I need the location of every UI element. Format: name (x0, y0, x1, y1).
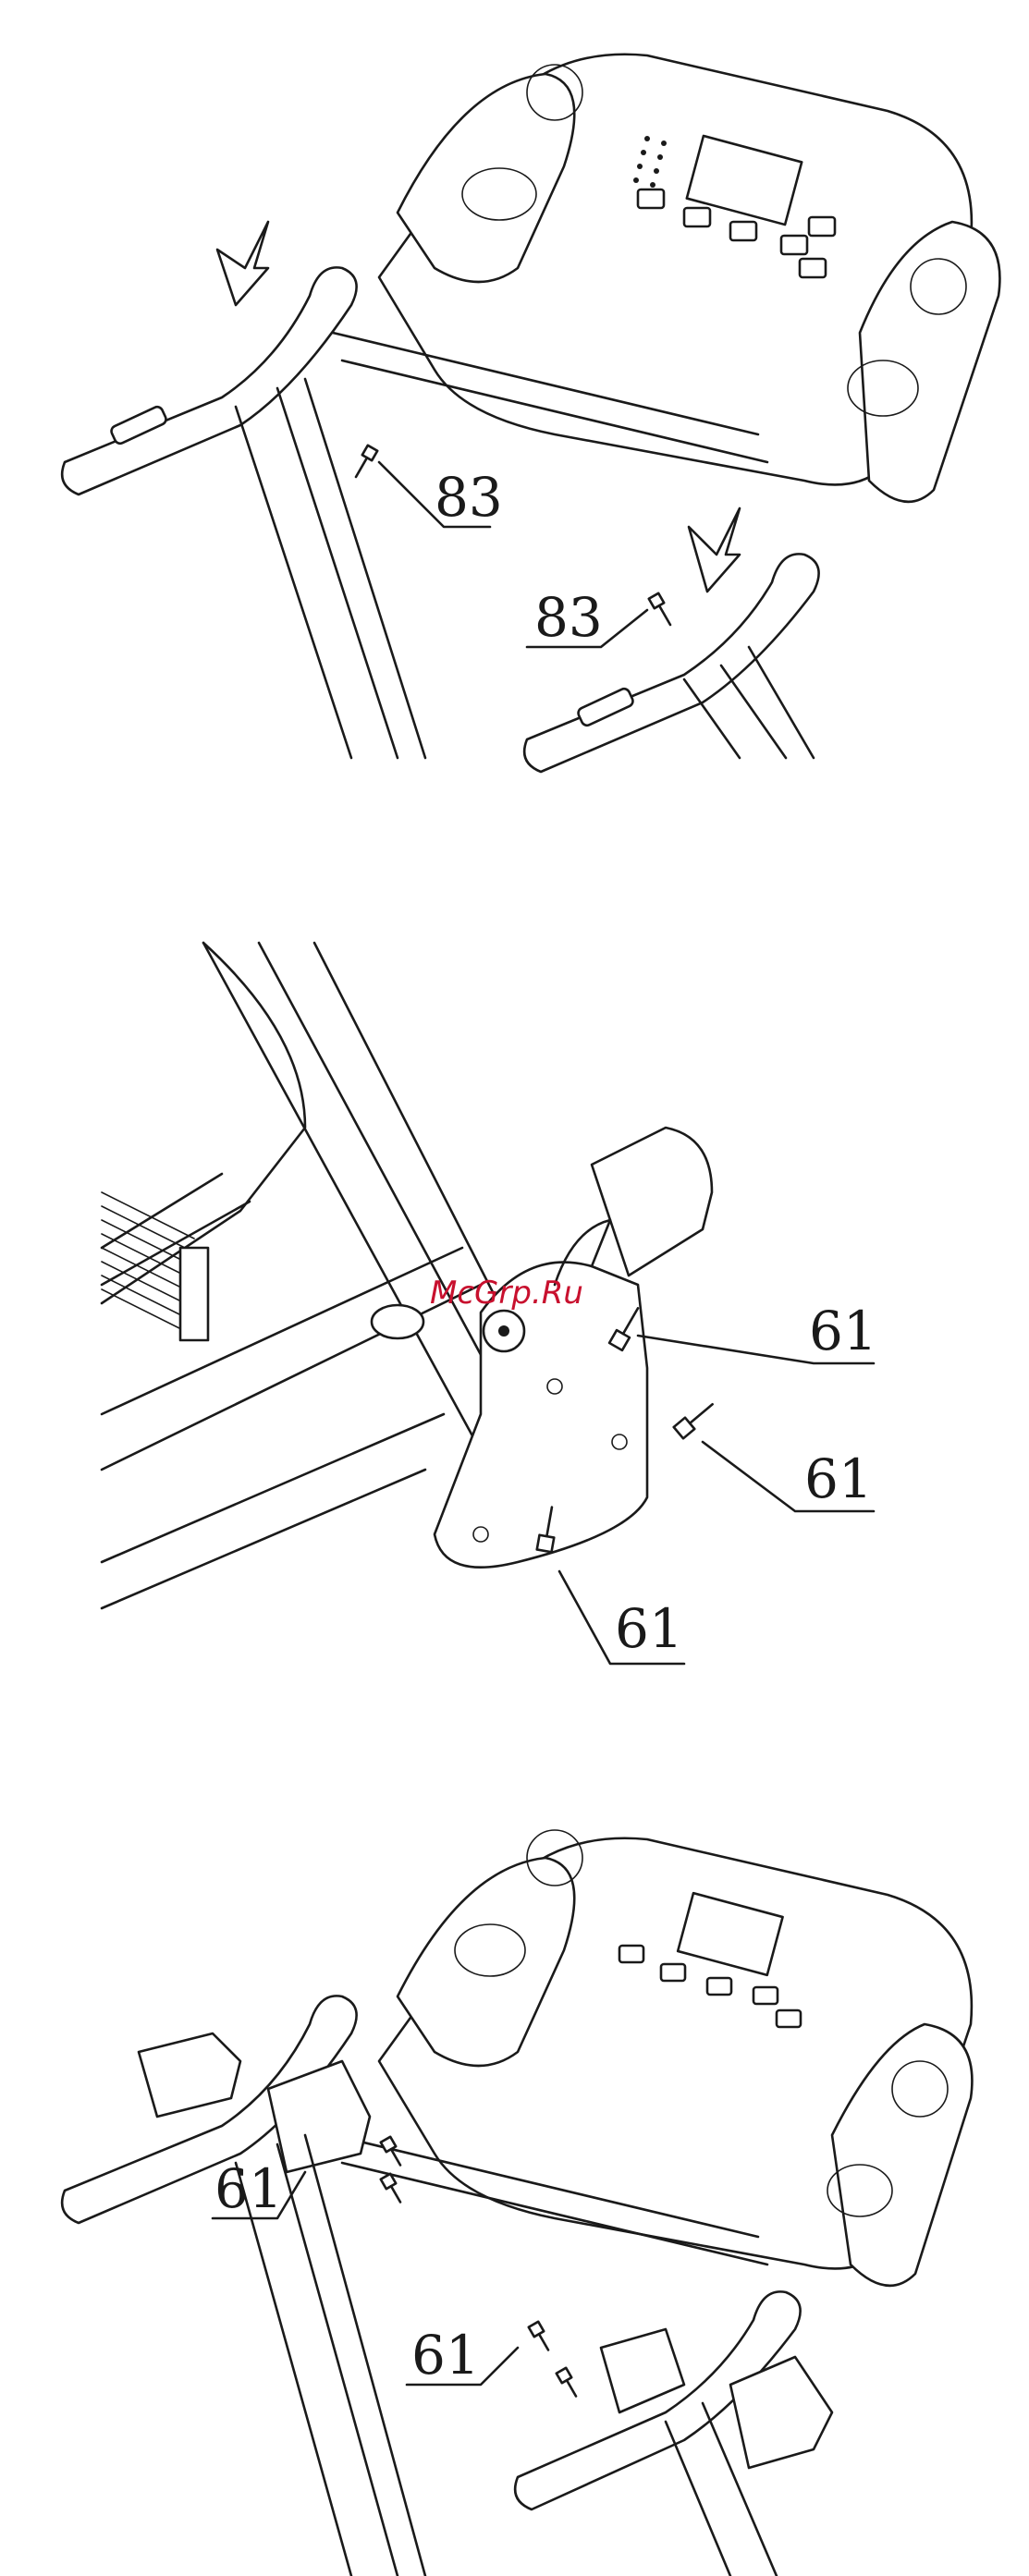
console-handlebar-drawing: 83 83 (0, 0, 1029, 795)
watermark: McGrp.Ru (430, 1275, 583, 1312)
hinge-block (592, 1128, 712, 1276)
callout-61-c: 61 (615, 1597, 683, 1660)
handlebar-cover-drawing: 61 61 (0, 1784, 1029, 2576)
screw-61-b (674, 1398, 717, 1438)
screw-61-g (557, 2368, 581, 2399)
screw-61-f (529, 2322, 553, 2353)
deck-end-block (180, 1248, 208, 1340)
base-bracket-drawing: 61 61 61 McGrp.Ru (0, 897, 1029, 1728)
callout-61-b: 61 (804, 1447, 873, 1510)
screw-right (649, 593, 675, 628)
left-handlebar (62, 267, 356, 494)
arrow-left (217, 222, 268, 305)
callout-83-b: 83 (534, 586, 603, 649)
screw-61-e (381, 2174, 405, 2205)
diagram-step-3: 61 61 (0, 1784, 1029, 2576)
frame-knob (372, 1305, 423, 1338)
diagram-step-1: 83 83 (0, 0, 1029, 795)
callout-61-d: 61 (214, 2157, 283, 2220)
right-top-cover (601, 2329, 684, 2412)
callout-83-a: 83 (435, 466, 503, 529)
callout-61-e: 61 (411, 2324, 480, 2387)
diagram-step-2: 61 61 61 McGrp.Ru (0, 897, 1029, 1728)
left-upright (236, 379, 425, 758)
callout-61-a: 61 (809, 1300, 877, 1362)
screw-left (351, 446, 377, 480)
frame-rails (102, 1248, 481, 1608)
arrow-right (689, 508, 740, 592)
left-top-cover (139, 2033, 240, 2117)
